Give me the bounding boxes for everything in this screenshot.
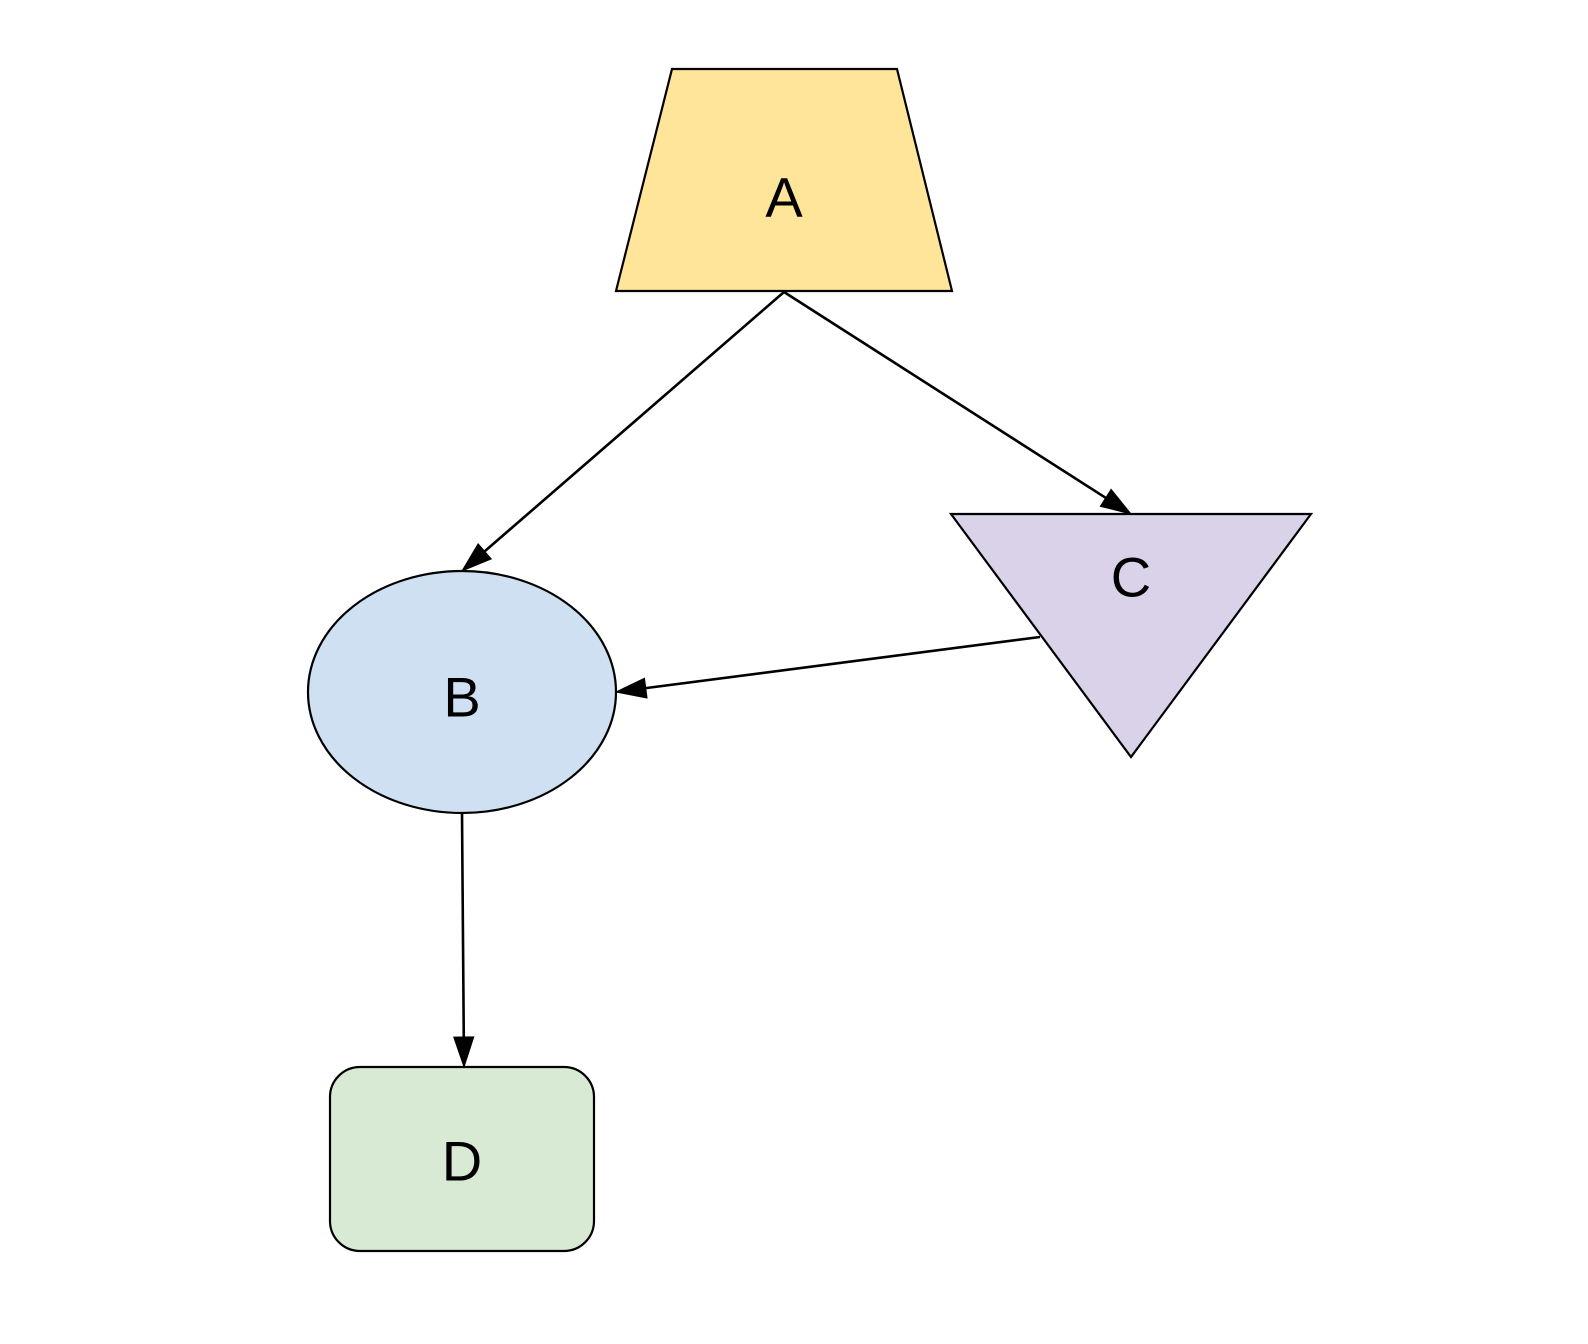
node-a[interactable]: A: [614, 67, 954, 293]
trapezoid-shape: [614, 67, 954, 293]
inverted-triangle-shape: [948, 512, 1314, 759]
node-b[interactable]: B: [306, 569, 618, 815]
node-label: B: [443, 666, 480, 729]
edges-layer: [453, 290, 1133, 1069]
edge-line: [460, 812, 466, 1040]
arrowhead: [453, 1036, 475, 1069]
edge-a-to-c[interactable]: [783, 290, 1133, 515]
node-c[interactable]: C: [948, 512, 1314, 759]
arrowhead: [460, 542, 493, 573]
edge-a-to-b[interactable]: [460, 291, 785, 573]
edge-line: [643, 635, 1041, 690]
edge-c-to-b[interactable]: [614, 635, 1041, 699]
edge-line: [783, 290, 1109, 501]
node-label: A: [765, 166, 803, 229]
rounded-rectangle-shape: [328, 1065, 596, 1253]
edge-line: [482, 291, 785, 554]
arrowhead: [1099, 488, 1133, 515]
node-label: C: [1111, 546, 1151, 609]
arrowhead: [614, 677, 648, 699]
nodes-layer: A B C D: [306, 67, 1314, 1253]
node-d[interactable]: D: [328, 1065, 596, 1253]
edge-b-to-d[interactable]: [453, 812, 475, 1069]
node-label: D: [442, 1130, 482, 1193]
ellipse-shape: [306, 569, 618, 815]
